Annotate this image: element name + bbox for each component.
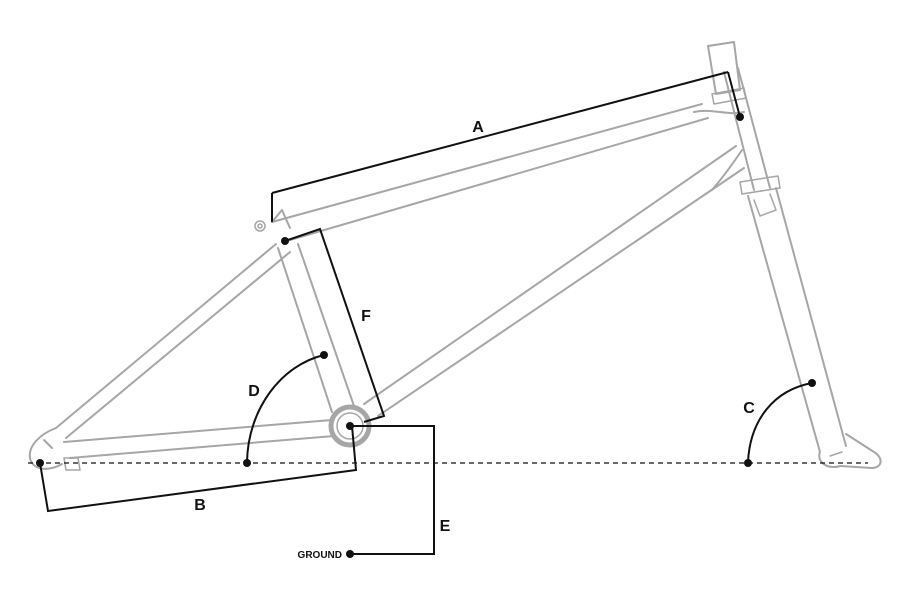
bike-frame xyxy=(28,41,882,471)
seat-clamp xyxy=(254,209,291,232)
label-ground: GROUND xyxy=(298,550,342,561)
label-f: F xyxy=(361,308,371,325)
dimension-e: E GROUND xyxy=(298,425,451,561)
dimension-a: A xyxy=(271,71,744,245)
down-tube xyxy=(363,145,745,417)
label-d: D xyxy=(248,383,260,400)
dimension-f: F xyxy=(284,227,386,423)
fork xyxy=(747,187,882,469)
headset-stem xyxy=(707,41,781,195)
label-b: B xyxy=(194,497,206,514)
seat-tube xyxy=(277,243,355,413)
top-tube xyxy=(271,103,709,241)
dimension-d: D xyxy=(243,351,328,467)
dimension-b: B xyxy=(36,422,358,514)
label-c: C xyxy=(743,400,755,417)
seat-stays xyxy=(55,243,291,439)
rear-dropout xyxy=(28,427,81,471)
chain-stays xyxy=(63,419,335,459)
label-a: A xyxy=(472,119,484,136)
label-e: E xyxy=(440,518,451,535)
dimension-c: C xyxy=(743,379,816,467)
